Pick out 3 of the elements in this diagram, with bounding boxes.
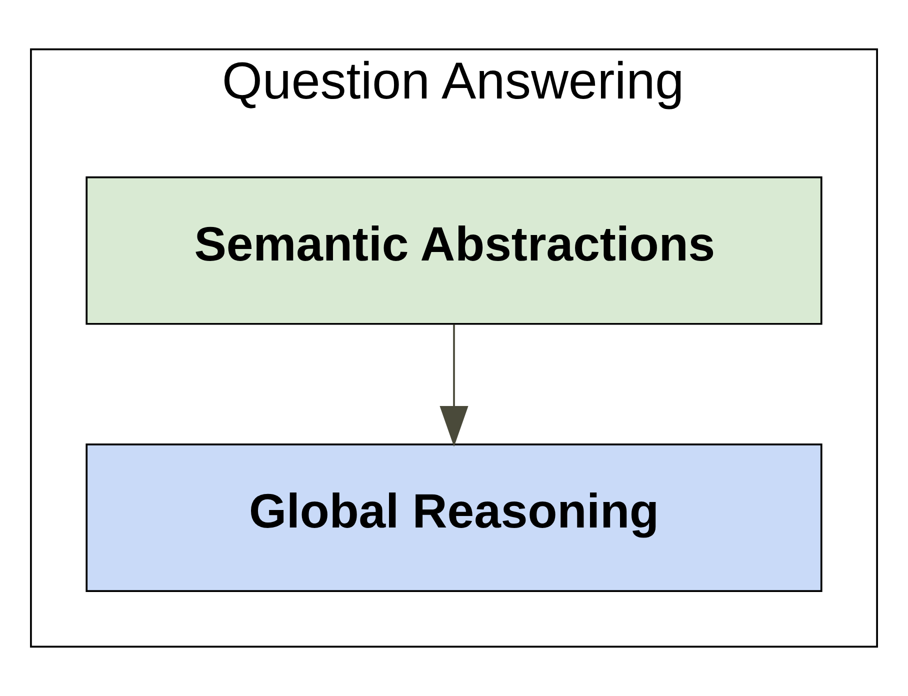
arrow	[440, 324, 468, 447]
node-box: Global Reasoning	[86, 444, 822, 592]
node-box: Semantic Abstractions	[86, 176, 822, 325]
